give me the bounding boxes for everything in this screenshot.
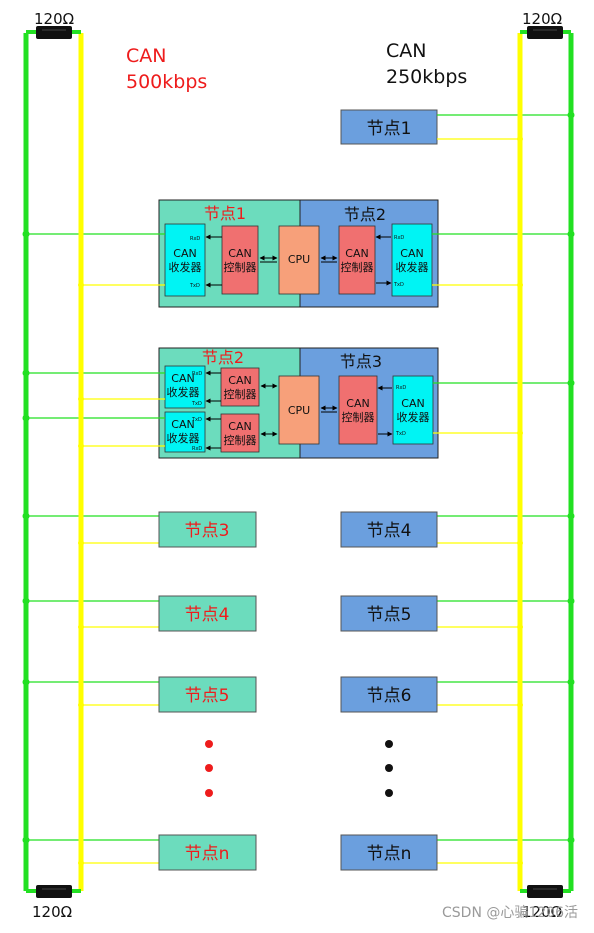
right-node-label: 节点4 [367,521,412,541]
watermark: CSDN @心骗1206活 [442,905,578,921]
txd-label: TxD [395,431,406,437]
node-box-right-top [340,109,438,145]
gateway-1-left-controller [221,225,259,295]
left-node-label: 节点3 [185,521,230,541]
cpu-label: CPU [288,253,310,266]
right-node-label: 节点6 [367,686,412,706]
ellipsis-dot [385,764,393,772]
ellipsis-dot [205,789,213,797]
transceiver-label: 收发器 [397,410,430,424]
transceiver-label: 收发器 [169,260,202,274]
rxd-label: RxD [192,446,202,452]
gateway-2-right-transceiver [392,375,434,445]
right-node-n: 节点n [340,834,571,871]
ellipsis-dot [385,740,393,748]
gateway-1-left-title: 节点1 [204,204,246,223]
controller-label: 控制器 [224,387,257,401]
gateway-2-right-title: 节点3 [340,352,382,371]
controller-label: 控制器 [224,260,257,274]
rxd-label: RxD [192,371,202,377]
gateway-1-right-controller [338,225,376,295]
gateway-1: 节点1 节点2 CAN 收发器 RxD TxD CAN 控制器 CPU CAN … [26,199,571,308]
transceiver-label: CAN [171,418,194,431]
cpu-label: CPU [288,404,310,417]
controller-label: CAN [228,420,251,433]
gateway-2-cpu [278,375,320,445]
rxd-label: RxD [394,235,404,241]
ellipsis-dot [385,789,393,797]
right-node-label: 节点5 [367,605,412,625]
left-node-4: 节点4 [26,595,257,632]
right-network-speed: 250kbps [386,66,467,88]
left-network-speed: 500kbps [126,71,207,93]
transceiver-label: CAN [401,397,424,410]
gateway-1-cpu [278,225,320,295]
transceiver-label: CAN [171,372,194,385]
terminator-label-right-bottom: 120Ω [522,903,562,921]
resistor-icon-left-top [36,26,72,39]
left-node-3: 节点3 [26,511,257,548]
left-node-label: 节点n [185,844,230,864]
node-label-right-top: 节点1 [367,119,412,139]
transceiver-label: CAN [173,247,196,260]
ellipsis-dot [205,740,213,748]
rxd-label: RxD [190,236,200,242]
left-node-n: 节点n [26,834,257,871]
gateway-2: 节点2 节点3 CAN 收发器 RxD TxD CAN 收发器 TxD RxD … [26,347,571,459]
controller-label: CAN [345,247,368,260]
controller-label: 控制器 [342,410,375,424]
gateway-2-left-controller-a [220,367,260,407]
junction-dots [22,111,575,866]
right-node-6: 节点6 [340,676,571,713]
txd-label: TxD [191,401,202,407]
controller-label: CAN [346,397,369,410]
ellipsis-dot [205,764,213,772]
txd-label: TxD [189,283,200,289]
transceiver-label: 收发器 [167,385,200,399]
gateway-2-right-controller [338,375,378,445]
controller-label: CAN [228,374,251,387]
controller-label: CAN [228,247,251,260]
transceiver-label: 收发器 [167,431,200,445]
terminator-label-left-bottom: 120Ω [32,903,72,921]
gateway-1-right-transceiver [391,223,433,297]
left-node-5: 节点5 [26,676,257,713]
controller-label: 控制器 [341,260,374,274]
right-network-name: CAN [386,40,426,62]
right-node-label: 节点n [367,844,412,864]
transceiver-label: CAN [400,247,423,260]
left-node-label: 节点5 [185,686,230,706]
right-node-5: 节点5 [340,595,571,632]
resistor-icon-right-bottom [527,885,563,898]
gateway-2-left-transceiver-a [164,365,206,409]
resistor-icon-right-top [527,26,563,39]
gateway-2-left-controller-b [220,413,260,453]
left-node-label: 节点4 [185,605,230,625]
gateway-2-left-title: 节点2 [202,348,244,367]
txd-label: TxD [393,282,404,288]
terminator-label-left-top: 120Ω [34,10,74,28]
left-network-name: CAN [126,45,166,67]
right-node-4: 节点4 [340,511,571,548]
terminator-label-right-top: 120Ω [522,10,562,28]
gateway-2-left-transceiver-b [164,411,206,453]
transceiver-label: 收发器 [396,260,429,274]
gateway-1-right-title: 节点2 [344,205,386,224]
rxd-label: RxD [396,385,406,391]
resistor-icon-left-bottom [36,885,72,898]
controller-label: 控制器 [224,433,257,447]
txd-label: TxD [191,417,202,423]
gateway-1-left-transceiver [164,223,206,297]
